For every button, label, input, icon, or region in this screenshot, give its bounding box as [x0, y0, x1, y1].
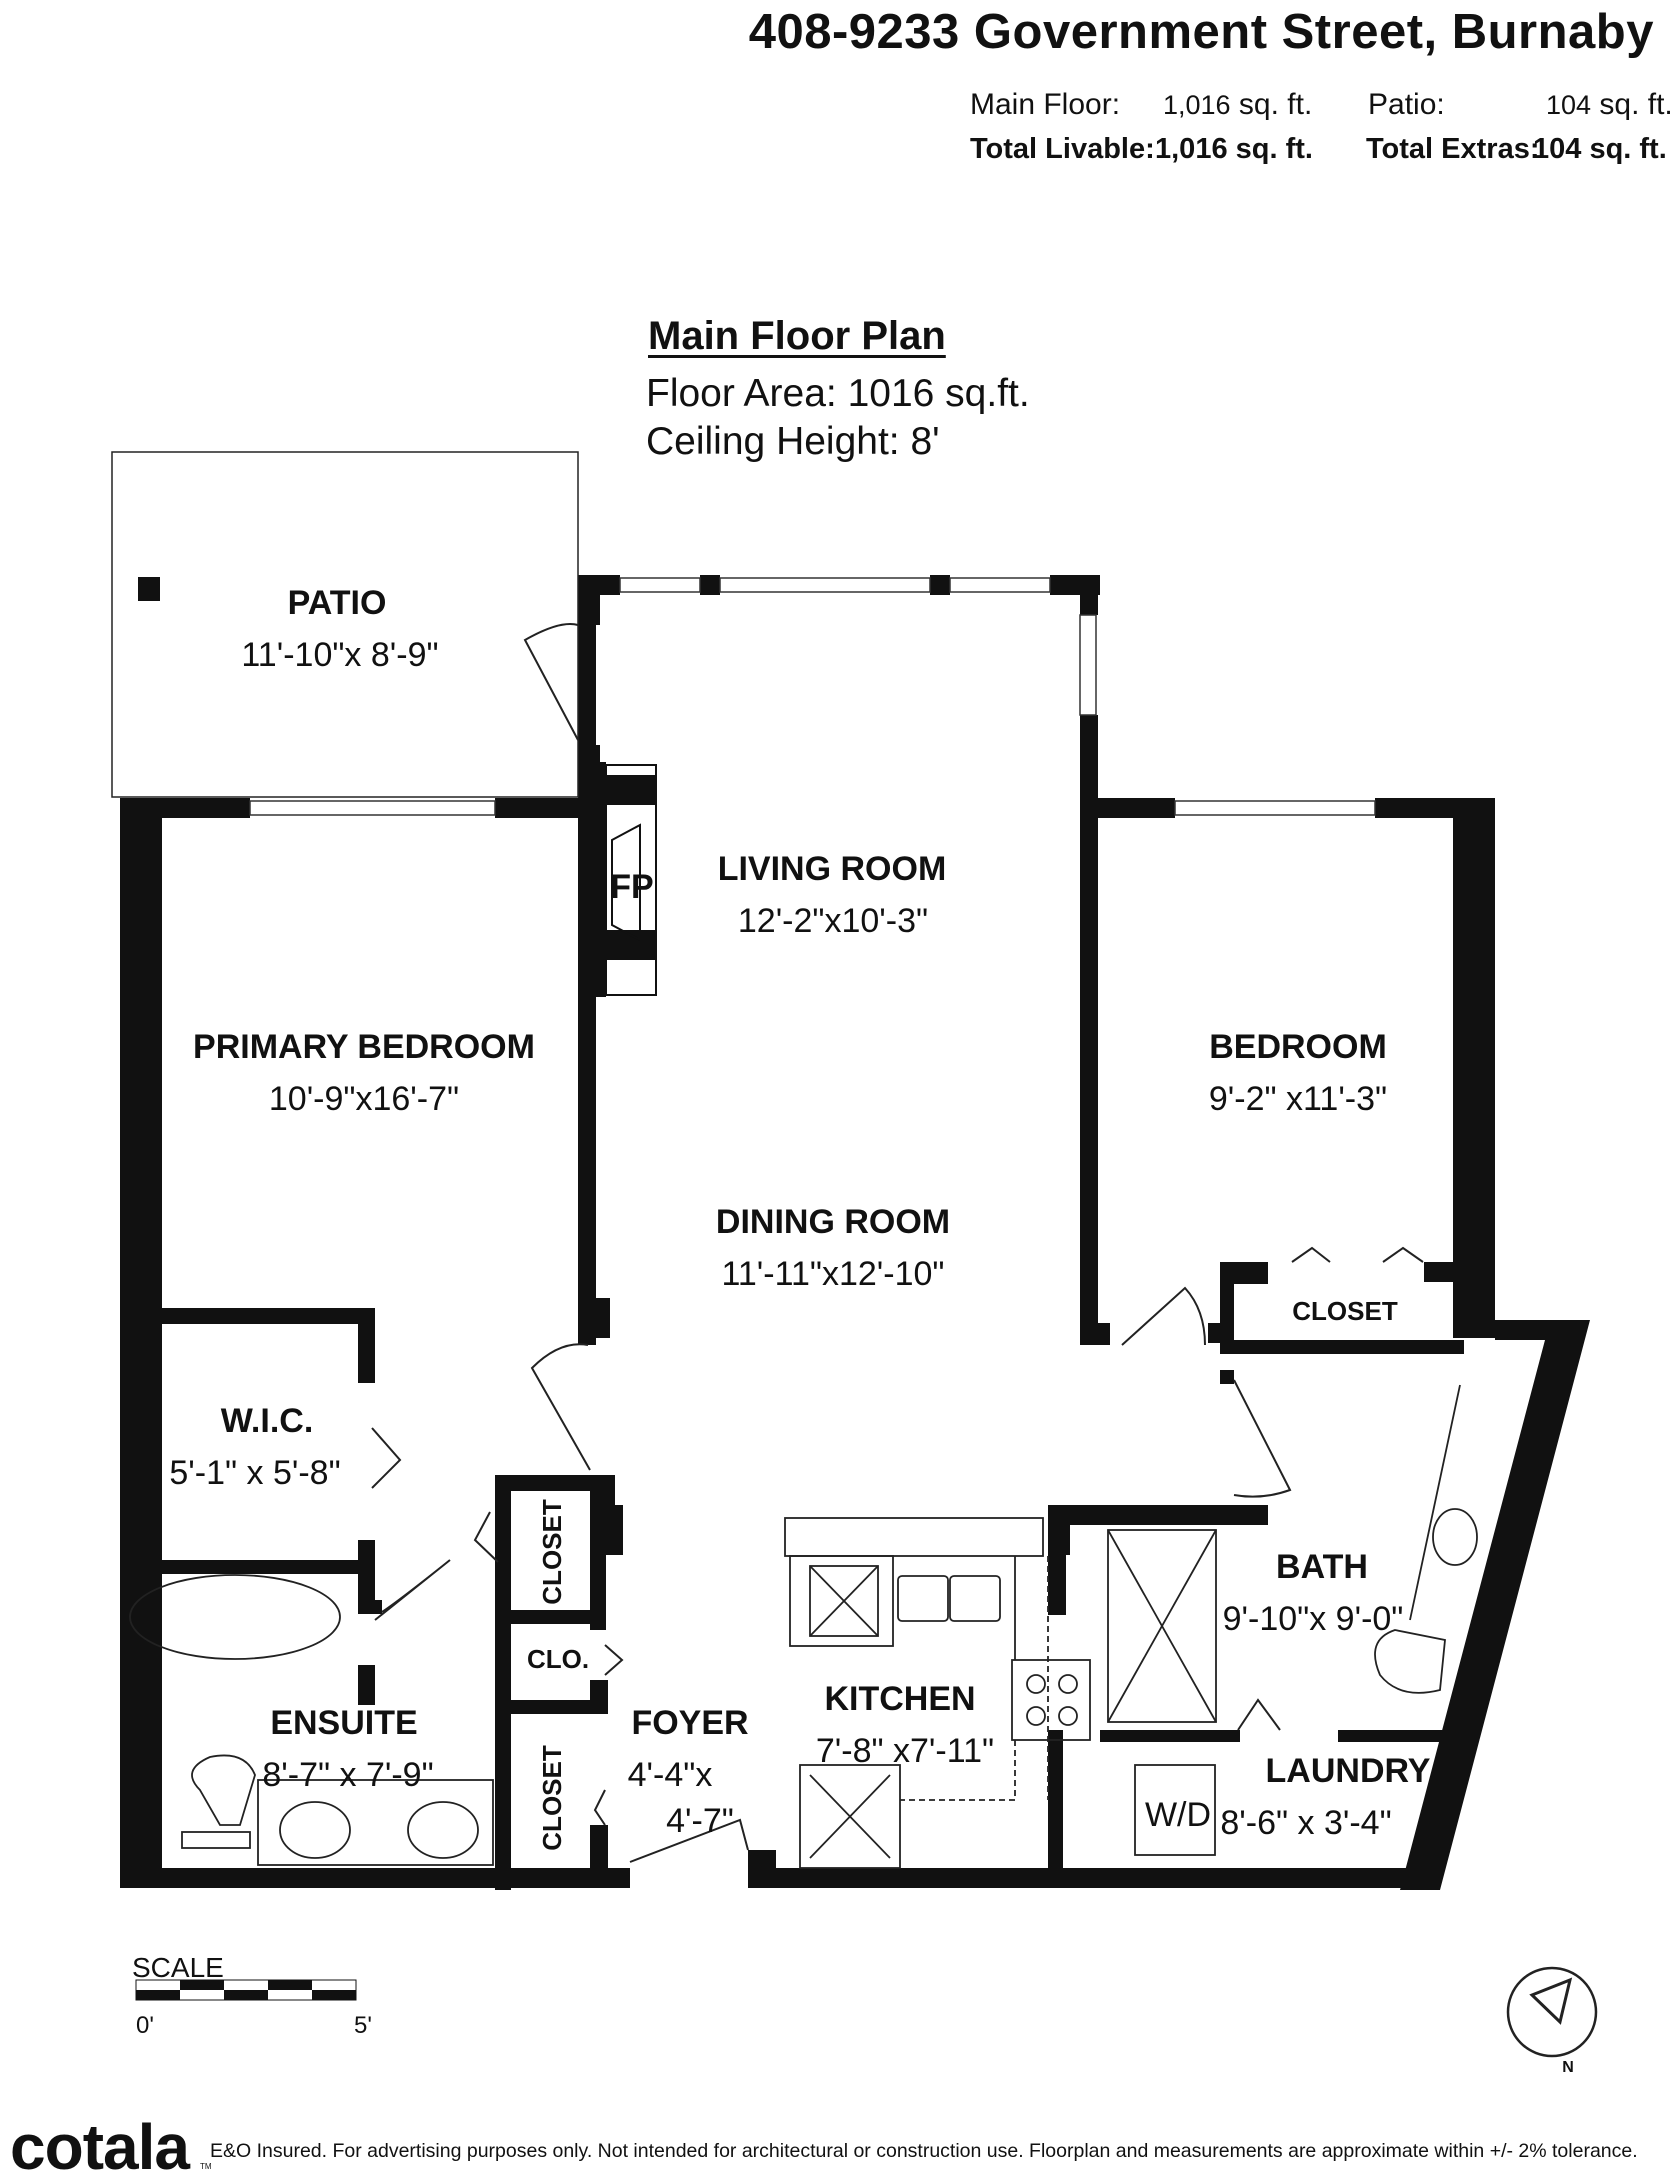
washer-dryer-label: W/D — [1145, 1796, 1211, 1834]
living-room-dims: 12'-2"x10'-3" — [738, 902, 928, 940]
foyer-name: FOYER — [631, 1704, 748, 1742]
brand-logo: cotala — [10, 2111, 190, 2183]
walls — [120, 575, 1590, 1890]
wic-dims: 5'-1" x 5'-8" — [169, 1454, 340, 1492]
kitchen-dims: 7'-8" x7'-11" — [816, 1732, 994, 1770]
doors — [371, 623, 1424, 1863]
bath-name: BATH — [1276, 1548, 1368, 1586]
total-extras-value: 104 sq. ft. — [1533, 133, 1667, 165]
property-address: 408-9233 Government Street, Burnaby — [748, 5, 1654, 59]
dining-room-name: DINING ROOM — [716, 1203, 950, 1241]
patio-area-label: Patio: — [1368, 88, 1445, 121]
bath-dims: 9'-10"x 9'-0" — [1223, 1600, 1404, 1638]
windows — [249, 577, 1376, 816]
disclaimer-text: E&O Insured. For advertising purposes on… — [210, 2140, 1638, 2162]
main-floor-value: 1,016 — [1163, 90, 1231, 120]
kitchen-fixtures — [784, 1517, 1091, 1869]
ensuite-name: ENSUITE — [270, 1704, 417, 1742]
compass-north-label: N — [1562, 2059, 1574, 2076]
plan-ceiling-height: Ceiling Height: 8' — [646, 420, 940, 463]
primary-bedroom-dims: 10'-9"x16'-7" — [269, 1080, 459, 1118]
closet-a-label: CLOSET — [537, 1499, 567, 1605]
main-floor-unit: sq. ft. — [1238, 88, 1313, 121]
total-livable-label: Total Livable: — [970, 133, 1155, 165]
bedroom-closet-label: CLOSET — [1292, 1296, 1398, 1326]
scale-label: SCALE — [132, 1952, 224, 1983]
fireplace-label: FP — [610, 868, 653, 906]
scale-end: 5' — [354, 2012, 372, 2039]
wic-name: W.I.C. — [221, 1402, 314, 1440]
main-floor-label: Main Floor: — [970, 88, 1121, 121]
total-livable-value: 1,016 sq. ft. — [1155, 133, 1313, 165]
laundry-name: LAUNDRY — [1266, 1752, 1431, 1790]
patio-area: 104 sq. ft. — [1546, 88, 1672, 122]
patio-outline — [111, 451, 579, 798]
patio-dims: 11'-10"x 8'-9" — [241, 636, 438, 674]
living-room-name: LIVING ROOM — [718, 850, 947, 888]
total-extras-label: Total Extras: — [1366, 133, 1540, 165]
bedroom-name: BEDROOM — [1209, 1028, 1387, 1066]
bedroom-dims: 9'-2" x11'-3" — [1209, 1080, 1387, 1118]
dining-room-dims: 11'-11"x12'-10" — [722, 1255, 945, 1293]
main-floor-area: 1,016 sq. ft. — [1163, 88, 1312, 122]
scale-start: 0' — [136, 2012, 154, 2039]
trademark-mark: TM — [200, 2162, 212, 2171]
fireplace — [605, 764, 657, 996]
compass-icon: N — [1506, 1966, 1598, 2076]
plan-floor-area: Floor Area: 1016 sq.ft. — [646, 372, 1030, 415]
plan-title: Main Floor Plan — [648, 314, 946, 358]
foyer-dims-a: 4'-4"x — [628, 1756, 713, 1794]
primary-bedroom-name: PRIMARY BEDROOM — [193, 1028, 535, 1066]
clo-label: CLO. — [527, 1644, 589, 1674]
foyer-dims-b: 4'-7" — [666, 1802, 734, 1840]
bath-fixtures — [129, 1384, 1478, 1866]
patio-area-value: 104 — [1546, 90, 1592, 120]
kitchen-name: KITCHEN — [824, 1680, 975, 1718]
laundry-dims: 8'-6" x 3'-4" — [1220, 1804, 1391, 1842]
patio-area-unit: sq. ft. — [1599, 88, 1672, 121]
patio-name: PATIO — [288, 584, 387, 622]
patio-post — [138, 577, 160, 601]
closet-b-label: CLOSET — [537, 1745, 567, 1851]
ensuite-dims: 8'-7" x 7'-9" — [262, 1756, 433, 1794]
scale-bar — [135, 1979, 357, 2001]
